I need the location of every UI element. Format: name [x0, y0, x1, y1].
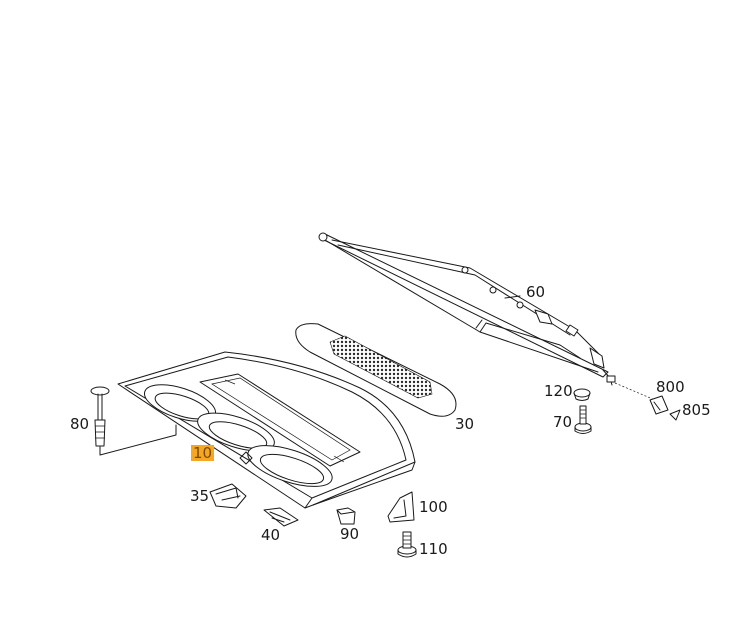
clip-90 [336, 507, 356, 525]
callout-800[interactable]: 800 [656, 378, 685, 396]
vent-panel [295, 323, 457, 417]
callout-10[interactable]: 10 [191, 444, 215, 462]
callout-110[interactable]: 110 [419, 540, 448, 558]
callout-90[interactable]: 90 [340, 525, 360, 543]
callout-30[interactable]: 30 [455, 415, 475, 433]
callout-70[interactable]: 70 [553, 413, 573, 431]
grommet-120 [573, 388, 591, 401]
callout-60[interactable]: 60 [526, 283, 546, 301]
callout-805[interactable]: 805 [682, 401, 711, 419]
connector-800-805 [614, 382, 681, 421]
callout-35[interactable]: 35 [190, 487, 210, 505]
clip-80 [90, 386, 177, 456]
clip-40 [263, 507, 299, 527]
screw-110 [397, 531, 417, 558]
callout-80[interactable]: 80 [70, 415, 90, 433]
callout-120[interactable]: 120 [544, 382, 573, 400]
callout-40[interactable]: 40 [261, 526, 281, 544]
roller-blind-assembly [318, 232, 616, 386]
bracket-100 [387, 491, 415, 523]
bracket-35 [209, 483, 247, 509]
callout-100[interactable]: 100 [419, 498, 448, 516]
rear-shelf [117, 351, 416, 509]
screw-70 [574, 405, 592, 434]
